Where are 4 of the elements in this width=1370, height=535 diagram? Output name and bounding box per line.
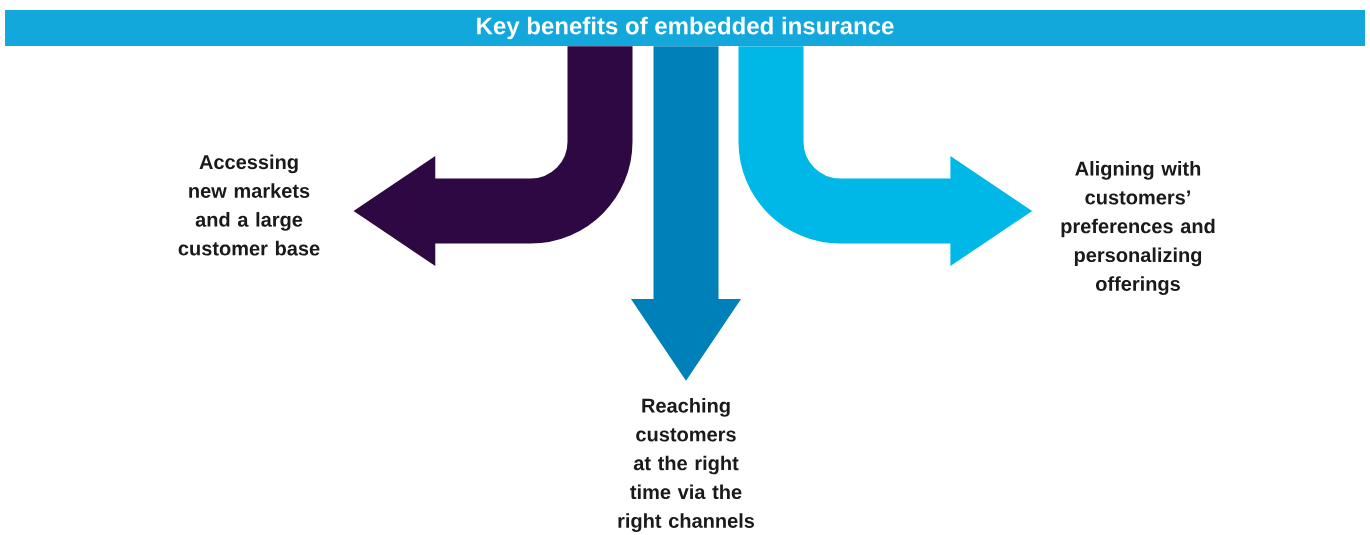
benefit-text: Accessing new markets and a large customer base <box>178 154 320 256</box>
benefit-text: Reaching customers at the right time via the right channels <box>618 398 755 532</box>
title-banner: Key benefits of embedded insurance <box>5 10 1365 46</box>
benefit-text: Aligning with customers’ preferences and personalizing offerings <box>1061 161 1215 295</box>
